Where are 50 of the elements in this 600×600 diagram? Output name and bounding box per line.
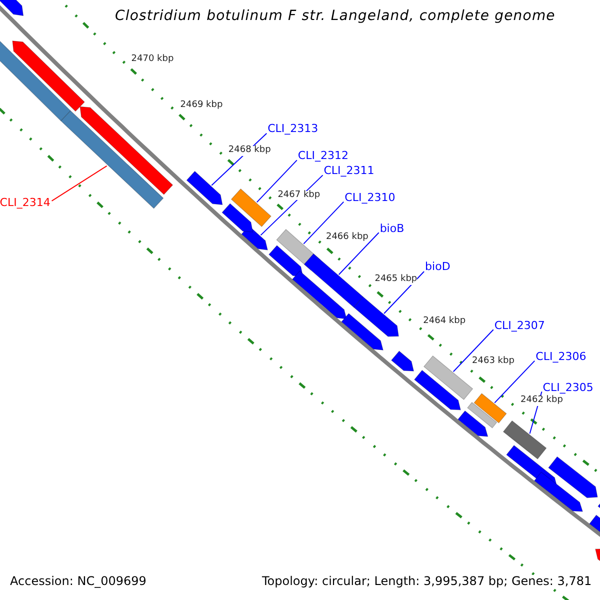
tick-label: 2465 kbp (374, 275, 418, 286)
tick-label: 2462 kbp (520, 396, 563, 406)
gene-block (12, 40, 85, 112)
gene-label: CLI_2314 (0, 196, 50, 209)
accession-text: Accession: NC_009699 (10, 575, 146, 588)
leader-line (452, 329, 494, 372)
gene-label: CLI_2312 (298, 150, 348, 162)
title: Clostridium botulinum F str. Langeland, complete genome (115, 9, 556, 24)
gene-block (341, 313, 384, 350)
gene-block (353, 296, 399, 337)
gene-label: CLI_2311 (324, 165, 374, 178)
gene-label: bioB (380, 222, 404, 235)
gene-block (534, 472, 584, 512)
leader-line (384, 271, 425, 314)
genome-info-text: Topology: circular; Length: 3,995,387 bp; Genes: 3,781 (262, 575, 592, 588)
leader-line (260, 174, 324, 236)
tick-label: 2469 kbp (180, 101, 223, 112)
gene-bar (423, 355, 474, 400)
leader-line (256, 160, 298, 203)
tick-label: 2463 kbp (472, 357, 514, 367)
gene-label: CLI_2310 (344, 192, 396, 204)
gene-label: bioD (425, 261, 450, 274)
gene-block (268, 245, 304, 277)
gene-block (80, 106, 174, 195)
tick-label: 2468 kbp (228, 146, 271, 156)
tick-label: 2464 kbp (423, 316, 466, 326)
gene-label: CLI_2313 (268, 123, 318, 136)
tick-label: 2470 kbp (131, 55, 174, 66)
tick-label: 2466 kbp (326, 233, 368, 244)
gene-label: CLI_2307 (494, 320, 545, 332)
gene-block (390, 350, 414, 372)
gene-bar (230, 188, 272, 228)
gene-label: CLI_2306 (536, 350, 586, 363)
gene-bar (467, 402, 498, 428)
gene-bar (60, 110, 164, 209)
gene-block (0, 0, 24, 16)
gene-label: CLI_2305 (542, 382, 594, 394)
gene-block (186, 170, 223, 206)
leader-line (494, 360, 536, 404)
gene-block (222, 203, 254, 232)
gene-block (292, 270, 347, 320)
leader-line (338, 232, 380, 276)
gene-bar (502, 420, 547, 460)
gene-bar (304, 253, 364, 308)
gene-bar (474, 393, 507, 424)
gene-block (414, 370, 461, 410)
leader-line (51, 165, 108, 202)
tick-label: 2467 kbp (278, 190, 320, 200)
gene-block (458, 410, 488, 437)
gene-block (548, 456, 598, 498)
